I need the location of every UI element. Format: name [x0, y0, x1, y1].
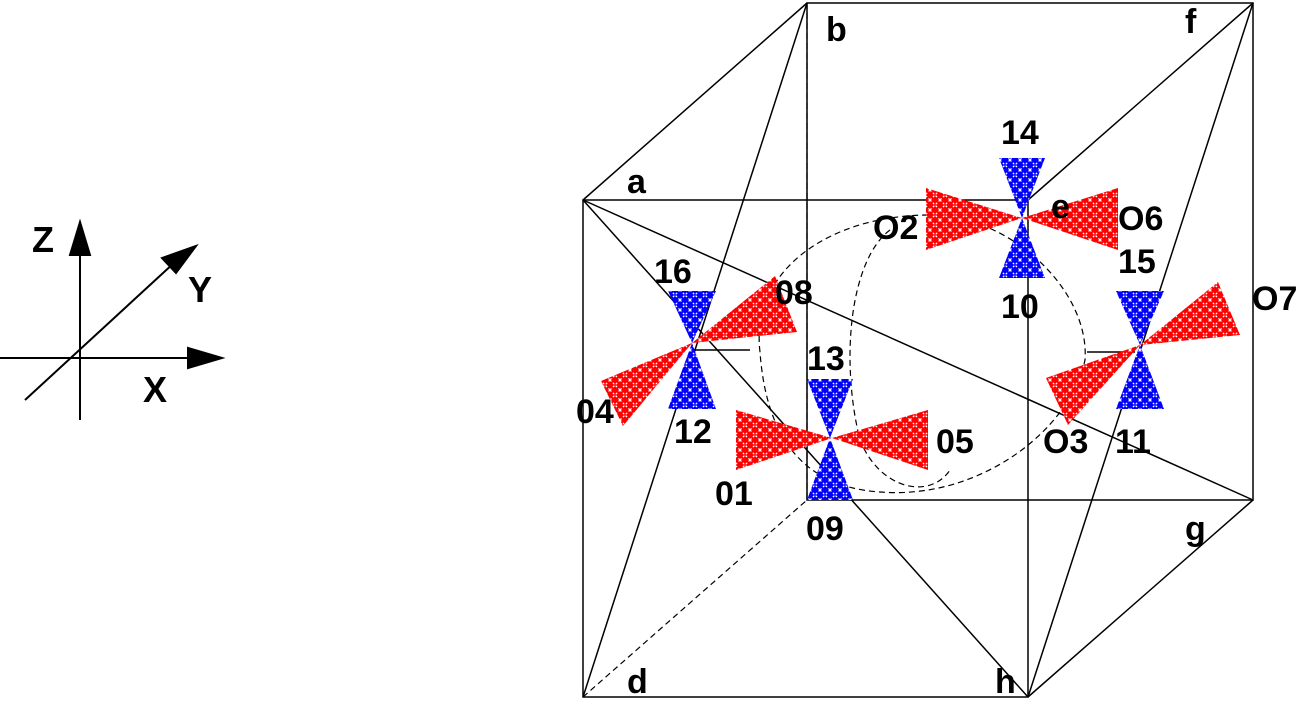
red-bowtie-04 [601, 343, 692, 426]
label-14: 14 [1001, 114, 1039, 152]
red-bowtie-08 [692, 276, 797, 343]
red-bowtie-O2 [926, 188, 1022, 250]
antenna-1 [601, 276, 797, 426]
label-05: 05 [936, 423, 974, 461]
blue-bowtie-13 [807, 379, 853, 438]
blue-bowtie-14 [999, 158, 1045, 218]
hidden-edge-d-c [582, 499, 808, 698]
antenna-3 [926, 158, 1118, 278]
x-axis-arrow-icon [187, 346, 226, 370]
label-12: 12 [674, 413, 712, 451]
vertex-label-b: b [826, 11, 847, 49]
y-axis [24, 261, 176, 401]
vertex-label-f: f [1185, 3, 1197, 41]
label-09: 09 [806, 510, 844, 548]
red-bowtie-01 [736, 410, 832, 470]
vertex-label-d: d [627, 663, 648, 701]
blue-bowtie-16 [668, 291, 716, 343]
blue-bowtie-09 [807, 438, 853, 500]
vertex-label-e: e [1051, 188, 1070, 226]
label-16: 16 [654, 253, 692, 291]
dashed-loop-inner [849, 229, 951, 488]
blue-bowtie-12 [668, 343, 716, 409]
label-11: 11 [1115, 423, 1151, 461]
vertex-label-a: a [627, 163, 647, 201]
blue-bowtie-15 [1116, 291, 1164, 345]
label-O7: O7 [1252, 280, 1297, 318]
blue-bowtie-11 [1116, 345, 1164, 409]
vertex-label-g: g [1185, 510, 1206, 548]
x-axis-label: X [143, 369, 167, 410]
label-O6: O6 [1118, 200, 1163, 238]
edge-h-g [1027, 499, 1254, 698]
vertex-label-h: h [995, 663, 1016, 701]
cube-hidden-edges [582, 3, 1086, 698]
z-axis-label: Z [32, 219, 54, 260]
label-10: 10 [1001, 288, 1039, 326]
edge-e-f [1027, 2, 1254, 201]
label-15: 15 [1118, 243, 1156, 281]
diag-top-left [582, 199, 1254, 501]
antenna-2 [736, 379, 928, 500]
z-axis-arrow-icon [68, 218, 92, 256]
dashed-loop-outer [758, 214, 1086, 494]
y-axis-label: Y [188, 269, 212, 310]
label-O3: O3 [1043, 423, 1088, 461]
axes-group [0, 218, 226, 420]
label-O2: O2 [873, 209, 918, 247]
blue-bowtie-10 [999, 218, 1045, 278]
label-04: 04 [576, 393, 614, 431]
label-08: 08 [775, 274, 813, 312]
red-bowtie-O3 [1046, 345, 1140, 425]
antenna-4 [1046, 282, 1240, 425]
edge-a-b [582, 2, 808, 201]
label-13: 13 [807, 340, 845, 378]
label-01: 01 [715, 475, 753, 513]
y-axis-arrow-icon [160, 243, 199, 275]
red-bowtie-O7 [1140, 282, 1240, 345]
red-bowtie-O6 [1022, 188, 1118, 250]
diag-front [582, 199, 1029, 698]
red-bowtie-05 [832, 410, 928, 470]
